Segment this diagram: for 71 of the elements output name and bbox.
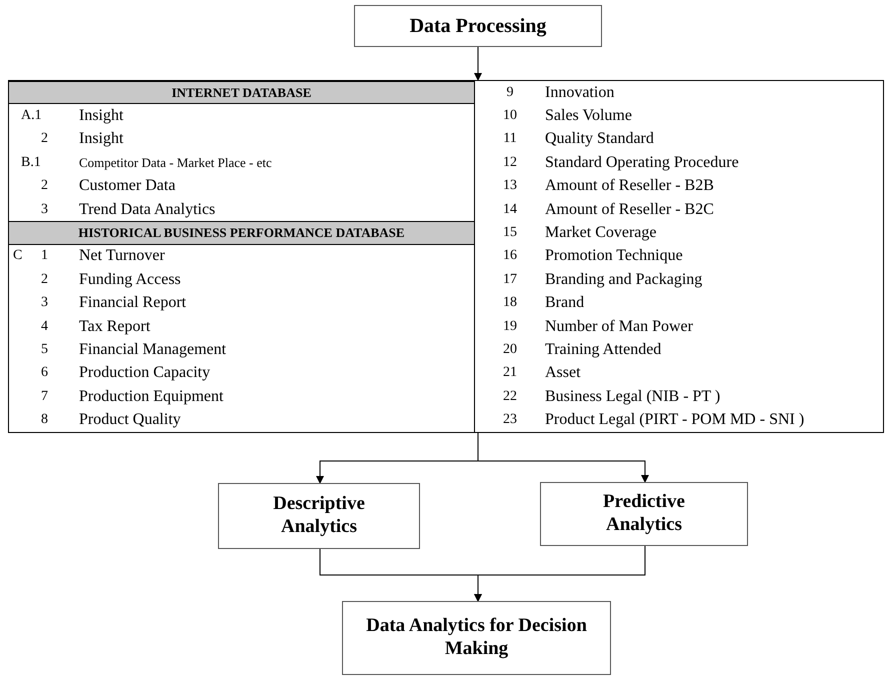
cell-text: Product Quality [79, 411, 181, 430]
row-number: 17 [502, 272, 518, 288]
cell-text: Tax Report [79, 318, 150, 336]
connector-arrow [474, 46, 482, 81]
cell-text: Net Turnover [79, 247, 165, 266]
row-number: 4 [41, 318, 48, 335]
row-number: 18 [502, 295, 518, 312]
row-number: 13 [502, 178, 518, 194]
row-number: 2 [41, 178, 48, 194]
cell-text: Brand [545, 294, 584, 312]
cell-text: Trend Data Analytics [79, 200, 216, 219]
cell-text: Branding and Packaging [545, 270, 702, 289]
row-number: 2 [41, 131, 48, 148]
row-number: 21 [502, 365, 518, 382]
connector-arrow [478, 432, 649, 483]
row-number: 20 [502, 342, 518, 358]
cell-text: Production Equipment [79, 388, 224, 406]
row-number: 3 [41, 202, 48, 218]
section-header: HISTORICAL BUSINESS PERFORMANCE DATABASE [9, 221, 474, 245]
cell-text: Insight [79, 130, 124, 148]
cell-text: Market Coverage [545, 224, 657, 242]
cell-text: Quality Standard [545, 130, 654, 148]
connector-arrow [474, 546, 646, 602]
row-number: 11 [502, 131, 518, 148]
row-number: 7 [41, 388, 48, 405]
process-box [342, 601, 611, 675]
row-number: 3 [41, 295, 48, 312]
cell-text: Financial Report [79, 294, 186, 312]
row-number: B.1 [21, 154, 41, 171]
process-box [540, 482, 748, 546]
section-letter: C [13, 248, 22, 264]
cell-text: Product Legal (PIRT - POM MD - SNI ) [545, 411, 804, 430]
row-number: 23 [502, 412, 518, 428]
row-number: 8 [41, 412, 48, 428]
cell-text: Business Legal (NIB - PT ) [545, 388, 720, 406]
cell-text: Competitor Data - Market Place - etc [79, 154, 272, 171]
process-box [354, 5, 602, 47]
cell-text: Funding Access [79, 270, 181, 289]
row-number: 12 [502, 154, 518, 171]
cell-text: Amount of Reseller - B2B [545, 177, 714, 196]
row-number: 2 [41, 272, 48, 288]
row-number: 14 [502, 202, 518, 218]
box-label: Descriptive Analytics [272, 493, 366, 539]
row-number: 19 [502, 318, 518, 335]
row-number: 22 [502, 388, 518, 405]
process-box [218, 483, 420, 549]
cell-text: Sales Volume [545, 107, 632, 126]
cell-text: Number of Man Power [545, 318, 693, 336]
row-number: 5 [41, 342, 48, 358]
cell-text: Asset [545, 364, 581, 382]
cell-text: Financial Management [79, 340, 226, 359]
cell-text: Production Capacity [79, 364, 210, 382]
section-header: INTERNET DATABASE [9, 81, 474, 104]
data-table [8, 80, 884, 433]
row-number: 10 [502, 108, 518, 124]
row-number: 6 [41, 365, 48, 382]
cell-text: Standard Operating Procedure [545, 154, 739, 172]
cell-text: Customer Data [79, 177, 176, 196]
cell-text: Innovation [545, 84, 614, 102]
row-number: 16 [502, 248, 518, 264]
box-label: Data Analytics for Decision Making [365, 615, 588, 661]
row-number: A.1 [21, 108, 42, 124]
cell-text: Training Attended [545, 340, 662, 359]
cell-text: Promotion Technique [545, 247, 683, 266]
box-label: Data Processing [410, 14, 546, 38]
row-number: 15 [502, 225, 518, 242]
cell-text: Insight [79, 107, 124, 126]
row-number: 9 [506, 84, 514, 101]
box-label: Predictive Analytics [602, 491, 686, 537]
row-number: 1 [41, 248, 48, 264]
cell-text: Amount of Reseller - B2C [545, 200, 714, 219]
